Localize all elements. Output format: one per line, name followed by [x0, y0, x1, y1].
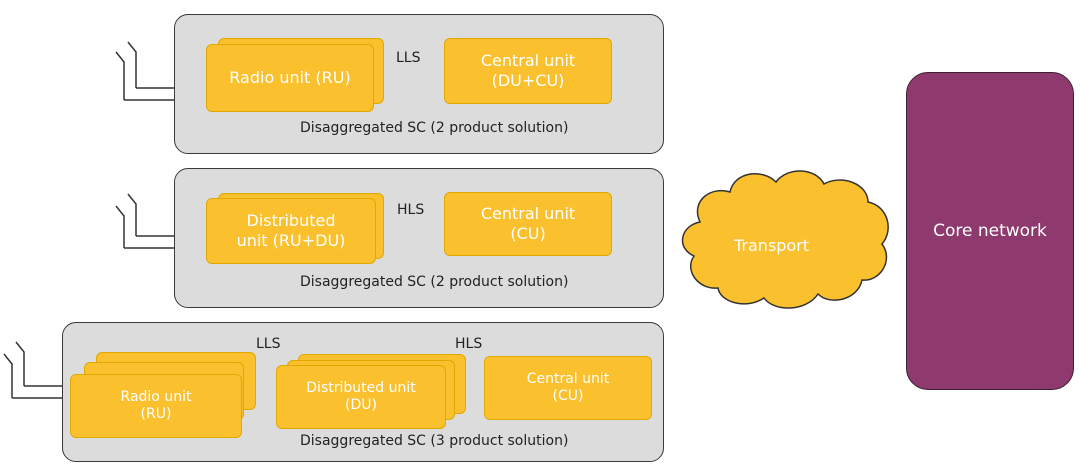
transport-label: Transport — [734, 236, 810, 255]
unit-label-line2: (RU) — [140, 406, 172, 422]
unit-central-du-cu: Central unit (DU+CU) — [444, 38, 612, 104]
unit-distributed-du: Distributed unit (DU) — [276, 365, 446, 429]
group-caption: Disaggregated SC (2 product solution) — [300, 120, 569, 136]
unit-distributed-ru-du: Distributed unit (RU+DU) — [206, 198, 376, 264]
unit-label-line2: (DU) — [345, 397, 377, 413]
unit-label-line2: (CU) — [510, 224, 546, 243]
link-label-hls: HLS — [455, 336, 483, 352]
unit-label: Radio unit (RU) — [229, 68, 351, 87]
unit-label-line1: Radio unit — [120, 388, 192, 405]
unit-central-cu: Central unit (CU) — [444, 192, 612, 256]
transport-cloud — [681, 170, 889, 309]
unit-label-line2: (DU+CU) — [491, 71, 565, 90]
unit-label-line2: (CU) — [552, 388, 584, 404]
group-caption: Disaggregated SC (2 product solution) — [300, 274, 569, 290]
unit-label-line2: unit (RU+DU) — [236, 231, 346, 250]
unit-central-cu: Central unit (CU) — [484, 356, 652, 420]
link-label-hls: HLS — [397, 202, 425, 218]
core-network-box: Core network — [906, 72, 1074, 390]
unit-radio-ru: Radio unit (RU) — [70, 374, 242, 438]
group-caption: Disaggregated SC (3 product solution) — [300, 433, 569, 449]
unit-label-line1: Central unit — [526, 370, 610, 387]
unit-label-line1: Distributed unit — [306, 379, 416, 396]
link-label-lls: LLS — [396, 50, 421, 66]
link-label-lls: LLS — [256, 336, 281, 352]
core-network-label: Core network — [933, 221, 1047, 241]
unit-label-line1: Central unit — [480, 204, 576, 223]
unit-label-line1: Central unit — [480, 51, 576, 70]
unit-label-line1: Distributed — [246, 211, 336, 230]
unit-radio-ru: Radio unit (RU) — [206, 44, 374, 112]
